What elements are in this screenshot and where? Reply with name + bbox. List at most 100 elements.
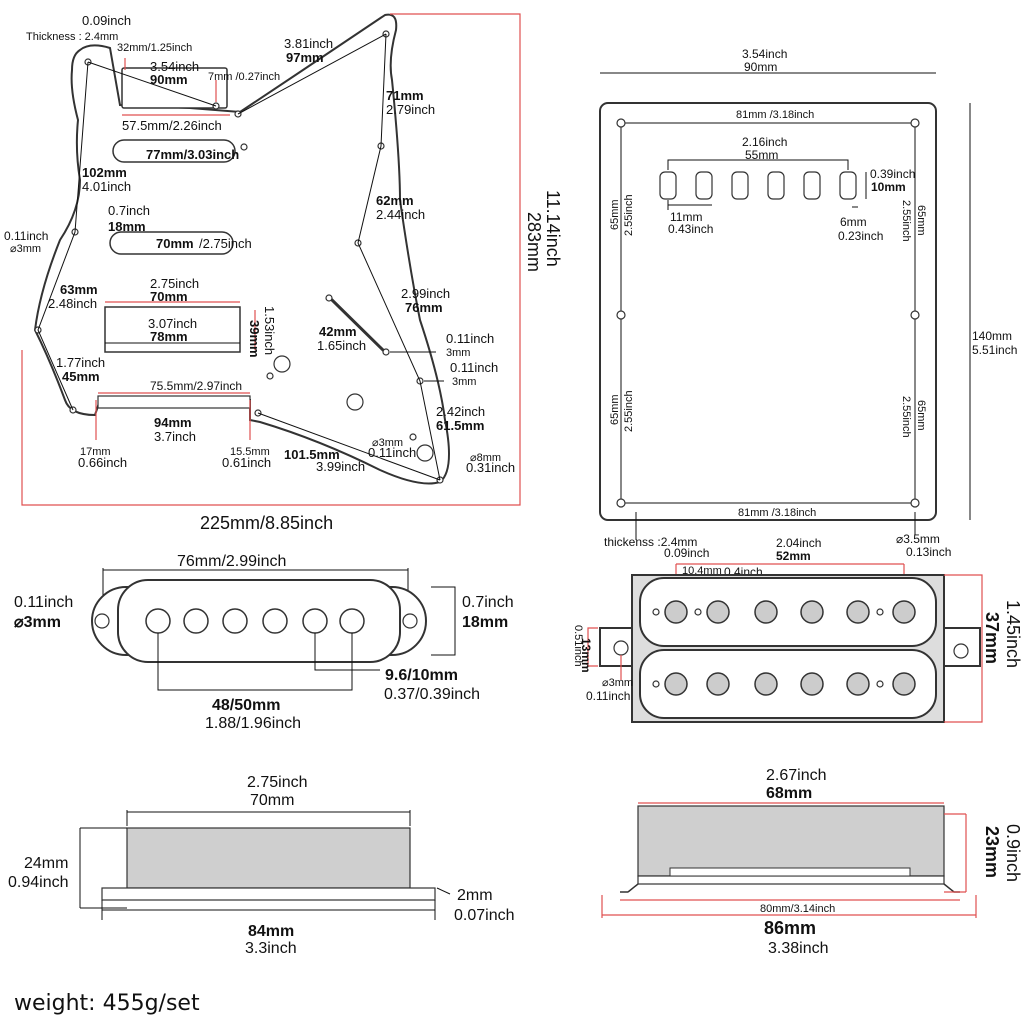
label: 3.3inch	[245, 940, 297, 957]
label: 6mm	[840, 215, 867, 229]
spring-slot	[767, 171, 785, 200]
label: 65mm	[609, 394, 621, 425]
label: 76mm	[405, 300, 443, 315]
dimension-line	[314, 633, 380, 671]
pole-piece	[800, 672, 824, 696]
label: 1.45inch	[1003, 600, 1023, 668]
small-screw	[652, 608, 660, 616]
screw-hole	[382, 348, 390, 356]
dimension-line	[237, 33, 387, 115]
screw-hole	[616, 498, 626, 508]
screw-hole	[910, 310, 920, 320]
dimension-line	[667, 159, 849, 170]
humbucker-feet	[620, 883, 960, 893]
pole-piece	[145, 608, 171, 634]
label: 0.07inch	[454, 907, 515, 924]
label: 2.16inch	[742, 135, 787, 149]
pole-piece	[664, 600, 688, 624]
label: 13mm	[579, 638, 593, 673]
label: 225mm/8.85inch	[200, 513, 333, 533]
label: 37mm	[982, 612, 1002, 664]
label: 68mm	[766, 785, 812, 802]
backplate-outline	[599, 102, 937, 521]
screw-hole	[325, 294, 333, 302]
label: 3.99inch	[316, 459, 365, 474]
pole-piece	[706, 600, 730, 624]
label: 0.09inch	[82, 13, 131, 28]
single-coil-top-view: 76mm/2.99inch 0.11inch ⌀3mm 0.7inch 18mm…	[14, 553, 514, 732]
spring-slot	[695, 171, 713, 200]
label: 71mm	[386, 88, 424, 103]
label: 1.88/1.96inch	[205, 715, 301, 732]
screw-hole	[616, 118, 626, 128]
spring-slot	[659, 171, 677, 200]
pole-piece	[664, 672, 688, 696]
dimension-line	[157, 633, 353, 691]
label: 70mm	[250, 792, 294, 809]
pole-piece	[183, 608, 209, 634]
label: thickenss :2.4mm	[604, 535, 697, 549]
label: 4.01inch	[82, 179, 131, 194]
pot-hole-3	[416, 444, 434, 462]
dimension-line	[21, 13, 521, 506]
label: 1.77inch	[56, 355, 105, 370]
label: 18mm	[462, 614, 508, 631]
dimension-line	[257, 412, 441, 481]
bottom-slot	[97, 395, 251, 409]
mount-hole	[953, 643, 969, 659]
label: 63mm	[60, 282, 98, 297]
small-screw	[652, 680, 660, 688]
single-slot-2	[109, 231, 234, 255]
label: 101.5mm	[284, 447, 340, 462]
label: ⌀3mm	[602, 677, 633, 689]
label: 2.44inch	[376, 207, 425, 222]
screw-hole	[910, 498, 920, 508]
pole-piece	[800, 600, 824, 624]
label: 10mm	[871, 180, 906, 194]
label: 15.5mm	[230, 446, 270, 458]
label: 7mm /0.27inch	[208, 71, 280, 83]
pole-piece	[262, 608, 288, 634]
label: 0.7inch	[462, 594, 514, 611]
label: 18mm	[108, 219, 146, 234]
label: 70mm	[150, 289, 188, 304]
label: 62mm	[376, 193, 414, 208]
label: 0.7inch	[108, 203, 150, 218]
pole-piece	[892, 600, 916, 624]
screw-hole	[240, 143, 248, 151]
label: 0.61inch	[222, 455, 271, 470]
label: 5.51inch	[972, 343, 1017, 357]
label: 81mm /3.18inch	[738, 507, 816, 519]
label: 3.7inch	[154, 429, 196, 444]
pole-piece	[222, 608, 248, 634]
humbucker-inner	[669, 867, 911, 877]
humbucker-slot	[104, 306, 241, 353]
label: 2.55inch	[623, 390, 635, 432]
screw-hole	[910, 118, 920, 128]
dimension-line	[431, 586, 456, 656]
label: 61.5mm	[436, 418, 484, 433]
label: 0.09inch	[664, 546, 709, 560]
humbucker-body	[637, 805, 945, 877]
pole-piece	[754, 672, 778, 696]
pole-piece	[754, 600, 778, 624]
pole-piece	[892, 672, 916, 696]
small-screw	[694, 608, 702, 616]
label: 48/50mm	[212, 697, 281, 714]
single-coil-body	[126, 827, 411, 889]
pole-piece	[339, 608, 365, 634]
label: 86mm	[764, 918, 816, 938]
label: 2.55inch	[900, 396, 912, 438]
label: 97mm	[286, 50, 324, 65]
label: 0.66inch	[78, 455, 127, 470]
label: 45mm	[62, 369, 100, 384]
pickguard-view: 0.09inch Thickness : 2.4mm 32mm/1.25inch…	[4, 13, 563, 533]
pot-hole-2	[346, 393, 364, 411]
label: 1.53inch	[262, 306, 277, 355]
screw-hole	[266, 372, 274, 380]
label: 81mm /3.18inch	[736, 109, 814, 121]
label: 3mm	[452, 376, 476, 388]
single-slot-1	[112, 139, 236, 163]
label: 0.11inch	[368, 445, 416, 460]
